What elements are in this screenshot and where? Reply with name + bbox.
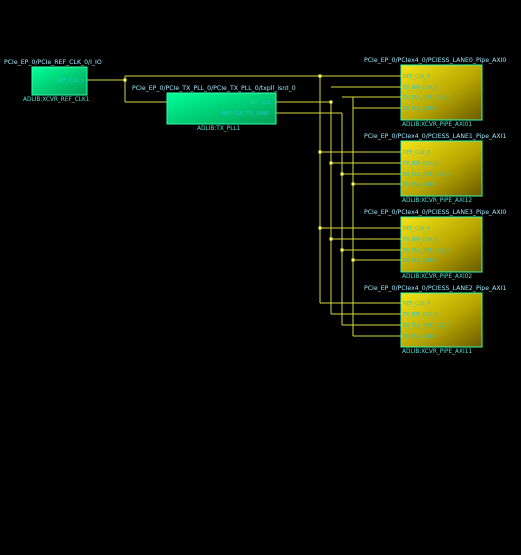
block-lane1[interactable]: PCIe_EP_0/PCIex4_0/PCIESS_LANE1_Pipe_AXI…: [364, 133, 506, 204]
junction: [318, 150, 322, 154]
block-body[interactable]: [400, 140, 483, 197]
pin-label: REF_CLK_P: [403, 150, 430, 156]
junction: [329, 100, 333, 104]
instance-label: PCIe_EP_0/PCIex4_0/PCIESS_LANE1_Pipe_AXI…: [364, 133, 506, 140]
instance-label: PCIe_EP_0/PCIex4_0/PCIESS_LANE2_Pipe_AXI…: [364, 285, 506, 292]
junction: [318, 226, 322, 230]
pin-label: TX_PLL_REF_CLK_0: [402, 95, 450, 101]
pin-label: TX_PLL_LOCK: [402, 106, 437, 112]
block-body[interactable]: [400, 64, 483, 121]
junction: [351, 258, 355, 262]
pin-label: TX_BIT_CLK_0: [402, 312, 438, 318]
block-lane2[interactable]: PCIe_EP_0/PCIex4_0/PCIESS_LANE2_Pipe_AXI…: [364, 285, 506, 355]
pin-label: REF_CLK_0: [57, 78, 84, 84]
junction: [318, 74, 322, 78]
instance-label: PCIe_EP_0/PCIe_TX_PLL_0/PCIe_TX_PLL_0/tx…: [132, 85, 296, 92]
pin-label: REF_CLK_P: [403, 301, 430, 307]
junction: [340, 248, 344, 252]
block-body[interactable]: [400, 292, 483, 348]
pin-label: TX_PLL_LOCK: [402, 258, 437, 264]
pin-label: TX_PLL_LOCK: [402, 334, 437, 340]
block-lane3[interactable]: PCIe_EP_0/PCIex4_0/PCIESS_LANE3_Pipe_AXI…: [364, 209, 506, 280]
pin-label: BIT_CLK: [251, 100, 272, 106]
pin-label: REF_CLK_P: [403, 74, 430, 80]
pin-label: TX_PLL_LOCK: [402, 182, 437, 188]
cell-label: ADLIB:XCVR_REF_CLK1: [23, 97, 90, 103]
instance-label: PCIe_EP_0/PCIe_REF_CLK_0/I_IO: [4, 59, 102, 66]
pin-label: TX_PLL_REF_CLK_0: [402, 172, 450, 178]
cell-label: ADLIB:TX_PLL1: [197, 126, 241, 132]
junction: [340, 172, 344, 176]
junction: [351, 182, 355, 186]
pin-label: TX_PLL_REF_CLK_0: [402, 248, 450, 254]
pin-label: TX_BIT_CLK_0: [402, 161, 438, 167]
pin-label: TX_PLL_REF_CLK_0: [402, 323, 450, 329]
instance-label: PCIe_EP_0/PCIex4_0/PCIESS_LANE0_Pipe_AXI…: [364, 57, 506, 64]
block-tx-pll[interactable]: PCIe_EP_0/PCIe_TX_PLL_0/PCIe_TX_PLL_0/tx…: [132, 85, 296, 132]
cell-label: ADLIB:XCVR_PIPE_AXI01: [402, 122, 472, 128]
pin-label: TX_BIT_CLK_0: [402, 85, 438, 91]
junction: [329, 161, 333, 165]
cell-label: ADLIB:XCVR_PIPE_AXI02: [402, 274, 472, 280]
pin-label: TX_BIT_CLK_0: [402, 237, 438, 243]
block-body[interactable]: [400, 216, 483, 273]
junction: [329, 237, 333, 241]
junction: [123, 78, 127, 82]
cell-label: ADLIB:XCVR_PIPE_AXI11: [402, 349, 472, 355]
block-ref-clk[interactable]: PCIe_EP_0/PCIe_REF_CLK_0/I_IO REF_CLK_0 …: [4, 59, 102, 103]
block-lane0[interactable]: PCIe_EP_0/PCIex4_0/PCIESS_LANE0_Pipe_AXI…: [364, 57, 506, 128]
pin-label: REF_CLK_TO_LANE: [222, 111, 269, 117]
instance-label: PCIe_EP_0/PCIex4_0/PCIESS_LANE3_Pipe_AXI…: [364, 209, 506, 216]
wires: [87, 75, 401, 337]
cell-label: ADLIB:XCVR_PIPE_AXI12: [402, 198, 472, 204]
junctions: [123, 74, 355, 262]
block-body[interactable]: [31, 66, 88, 96]
pin-label: REF_CLK_P: [403, 226, 430, 232]
block-body[interactable]: [166, 92, 277, 125]
